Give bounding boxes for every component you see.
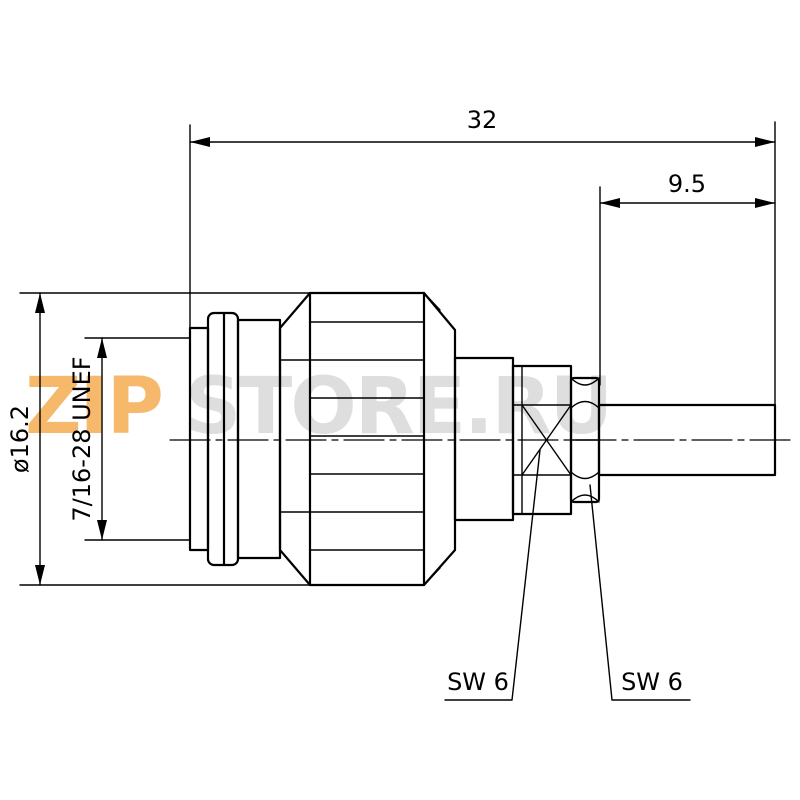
wrench-size-label-2: SW 6 [621, 668, 683, 696]
dimension-thread: 7/16-28 UNEF [68, 356, 96, 521]
leader-line-sw1 [444, 449, 541, 701]
dimension-diameter: ø16.2 [6, 405, 34, 473]
arrowheads [35, 137, 775, 585]
connector-body [188, 291, 777, 587]
leader-line-sw2 [589, 484, 691, 701]
dimension-pin-length: 9.5 [668, 170, 706, 198]
wrench-size-label-1: SW 6 [447, 668, 509, 696]
contact-pin [597, 403, 777, 477]
dimension-overall-length: 32 [467, 106, 498, 134]
coupling-nut [278, 291, 457, 587]
watermark-part-1: ZIP [25, 362, 162, 452]
watermark-part-2: STORE.RU [185, 362, 611, 452]
watermark: ZIP STORE.RU [25, 362, 613, 452]
